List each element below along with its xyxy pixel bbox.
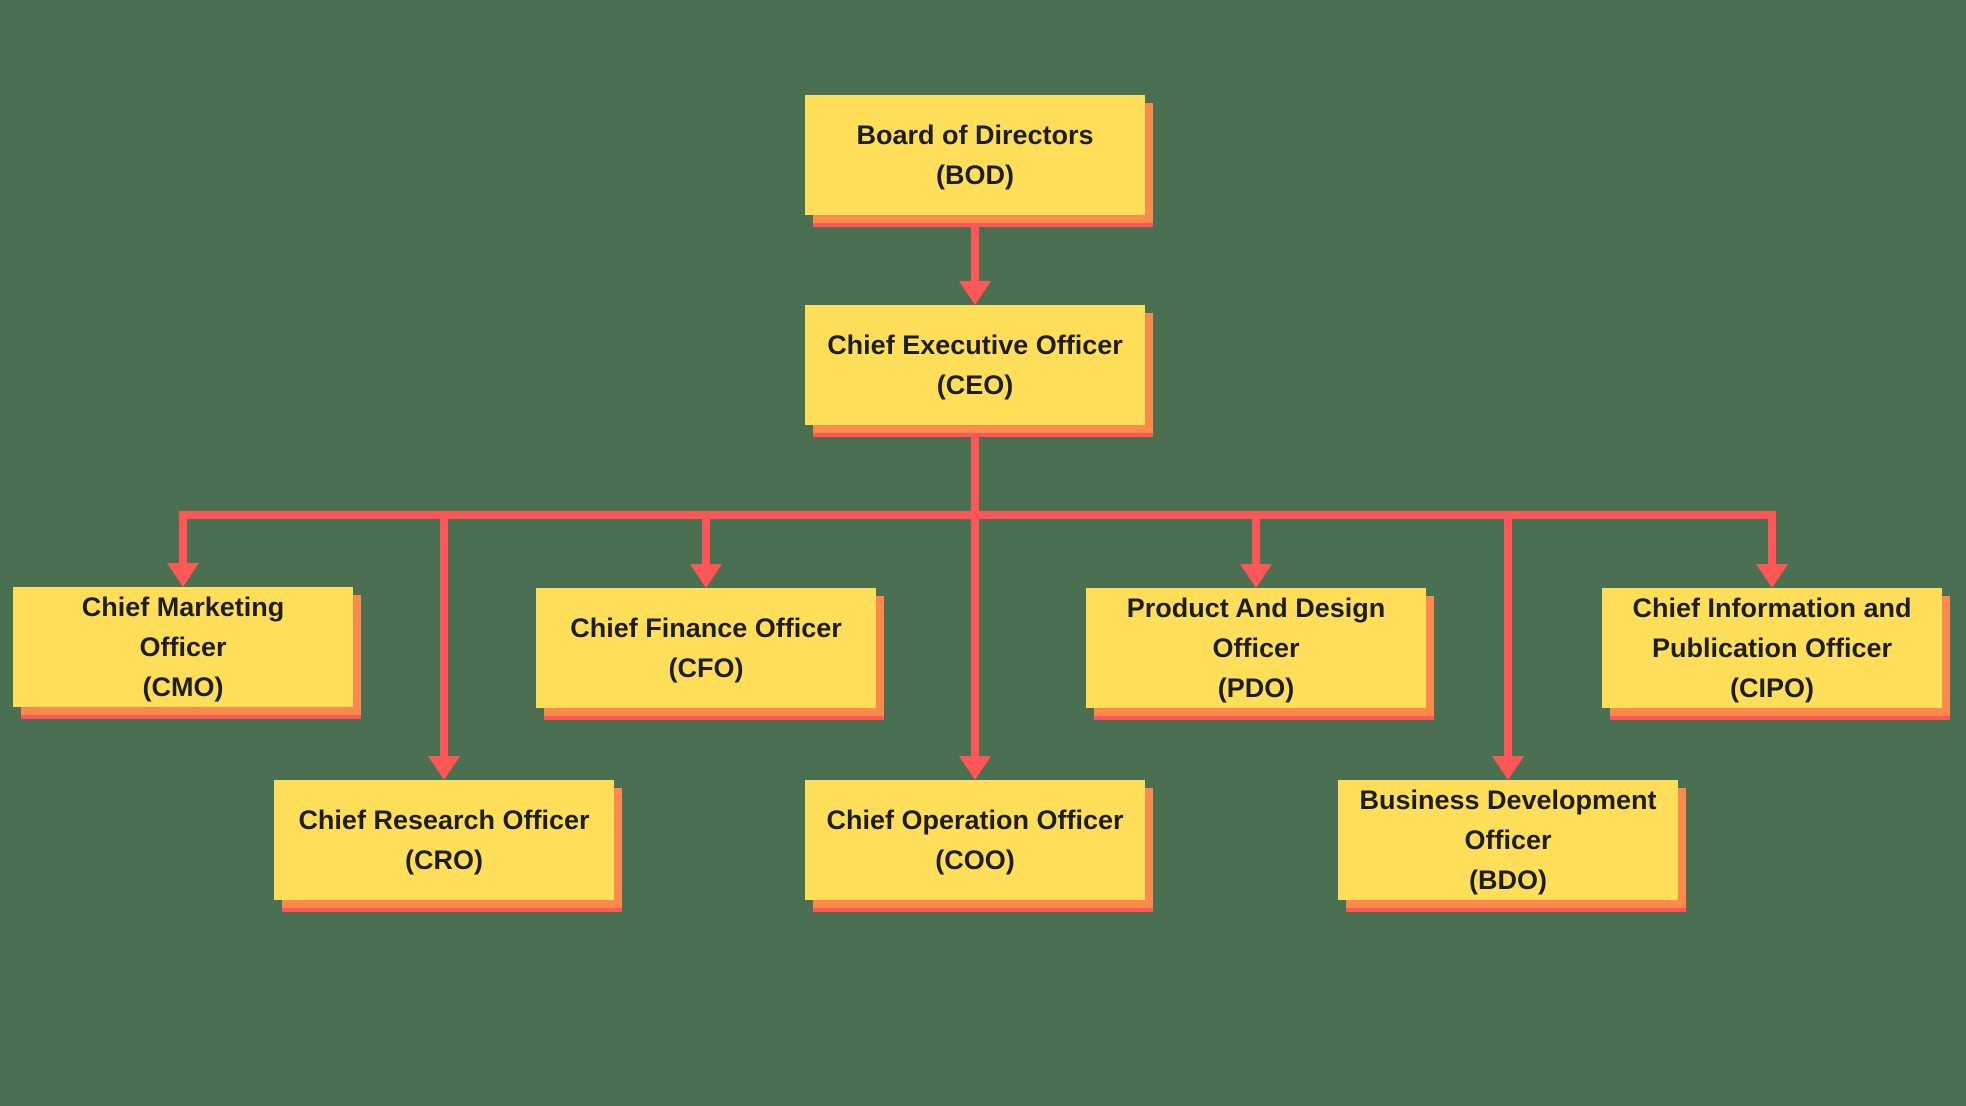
node-title-line: Publication Officer [1651,633,1893,663]
edge-ceo-cmo-line [179,511,187,565]
node-chief-information-publication-officer: Chief Information and Publication Office… [1602,588,1942,708]
arrow-down-icon [167,563,199,587]
node-title-line: Officer [1212,633,1300,663]
edge-bod-ceo-line [971,215,979,285]
node-abbr-line: (CFO) [668,653,744,683]
node-abbr-line: (CRO) [405,845,483,875]
node-title-line: Chief Finance Officer [570,613,842,643]
edge-ceo-cro-line [440,511,448,758]
arrow-down-icon [690,564,722,588]
node-title-line: Chief Operation Officer [826,805,1124,835]
node-chief-executive-officer: Chief Executive Officer (CEO) [805,305,1145,425]
node-title-line: Board of Directors [856,120,1094,150]
arrow-down-icon [1756,564,1788,588]
edge-ceo-coo-line [971,425,979,758]
node-chief-finance-officer: Chief Finance Officer (CFO) [536,588,876,708]
node-title-line: Officer [1464,825,1552,855]
node-product-and-design-officer: Product And Design Officer (PDO) [1086,588,1426,708]
node-business-development-officer: Business Development Officer (BDO) [1338,780,1678,900]
node-abbr-line: (CIPO) [1730,673,1814,703]
node-chief-research-officer: Chief Research Officer (CRO) [274,780,614,900]
arrow-down-icon [959,756,991,780]
node-title-line: Officer [139,632,227,662]
node-chief-operation-officer: Chief Operation Officer (COO) [805,780,1145,900]
node-title-line: Chief Information and [1632,593,1912,623]
node-title-line: Chief Research Officer [298,805,590,835]
node-abbr-line: (CMO) [142,672,224,702]
node-abbr-line: (PDO) [1217,673,1295,703]
edge-ceo-pdo-line [1252,511,1260,566]
node-title-line: Chief Executive Officer [827,330,1123,360]
edge-ceo-cfo-line [702,511,710,566]
node-abbr-line: (CEO) [936,370,1014,400]
node-title-line: Business Development [1359,785,1657,815]
node-abbr-line: (BDO) [1469,865,1547,895]
node-abbr-line: (COO) [935,845,1015,875]
node-title-line: Product And Design [1126,593,1386,623]
arrow-down-icon [428,756,460,780]
arrow-down-icon [1240,564,1272,588]
node-abbr-line: (BOD) [936,160,1014,190]
arrow-down-icon [1492,756,1524,780]
node-title-line: Chief Marketing [81,592,285,622]
arrow-down-icon [959,281,991,305]
edge-ceo-cipo-line [1768,511,1776,566]
node-chief-marketing-officer: Chief Marketing Officer (CMO) [13,587,353,707]
edge-ceo-bdo-line [1504,511,1512,758]
node-board-of-directors: Board of Directors (BOD) [805,95,1145,215]
